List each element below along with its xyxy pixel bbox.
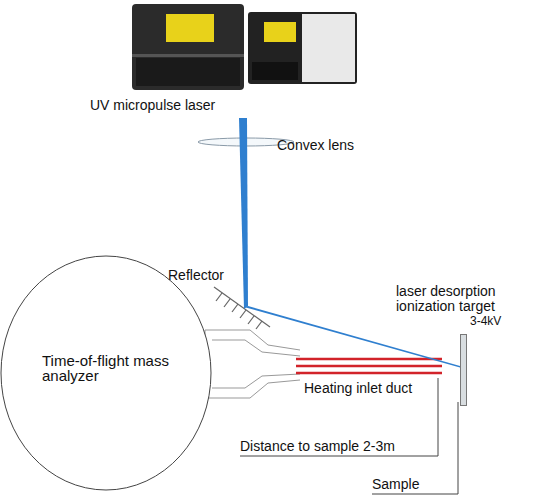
node-label: laser desorption ionization target [396,284,524,314]
leader-line [240,378,458,494]
inlet-funnel [205,330,300,398]
node-label: 3-4kV [470,314,530,329]
heating-duct [296,359,442,373]
part-label: Convex lens [277,138,387,153]
part-label: Sample [372,477,452,492]
laser-unit [132,4,357,90]
laser-device: UV micropulse laser [88,0,363,118]
target-plate: laser desorption ionization target3-4kV [460,334,467,406]
target-plate-shape [460,334,467,406]
laser-beam [239,118,460,368]
node-label: Time-of-flight mass analyzer [42,353,192,383]
reflector-mirror [214,287,270,329]
part-label: Heating inlet duct [304,381,444,396]
analyzer-circle-shape [0,255,212,491]
dimension-label: Distance to sample 2-3m [240,439,440,454]
node-label: UV micropulse laser [90,98,290,113]
analyzer-circle: Time-of-flight mass analyzer [0,255,212,491]
